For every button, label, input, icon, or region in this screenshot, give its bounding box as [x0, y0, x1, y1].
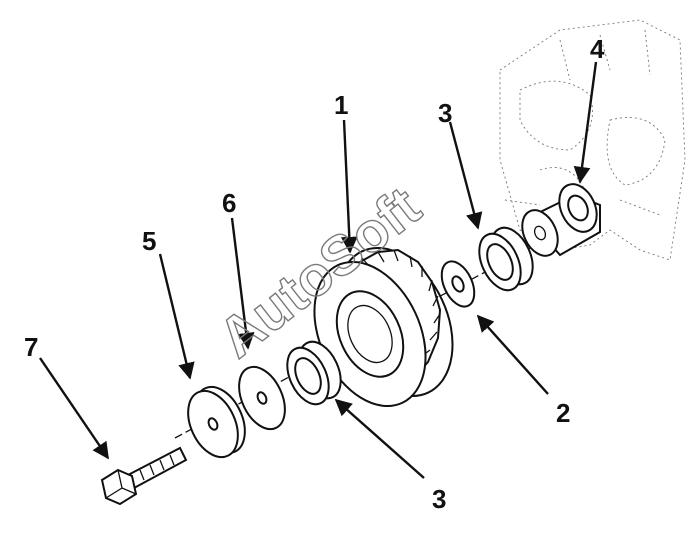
callout-washer-small: 2: [556, 398, 570, 428]
shaft-sleeve: [521, 183, 601, 257]
callout-thrust-washer: 6: [222, 188, 236, 218]
bearing-right: [478, 226, 534, 292]
thrust-washer: [238, 365, 286, 431]
callout-bearing-right: 3: [438, 98, 452, 128]
washer-small: [440, 260, 476, 308]
outer-washer: [187, 385, 246, 459]
callout-bearing-left: 3: [432, 484, 446, 514]
leader-arrows: [39, 61, 598, 479]
bearing-left: [286, 340, 342, 406]
callout-bolt: 7: [24, 332, 38, 362]
callout-gear: 1: [334, 90, 348, 120]
gear: [313, 246, 454, 408]
callout-outer-washer: 5: [142, 226, 156, 256]
engine-block-outline: [499, 19, 686, 261]
bolt: [100, 446, 188, 506]
callout-shaft-sleeve: 4: [590, 34, 605, 64]
